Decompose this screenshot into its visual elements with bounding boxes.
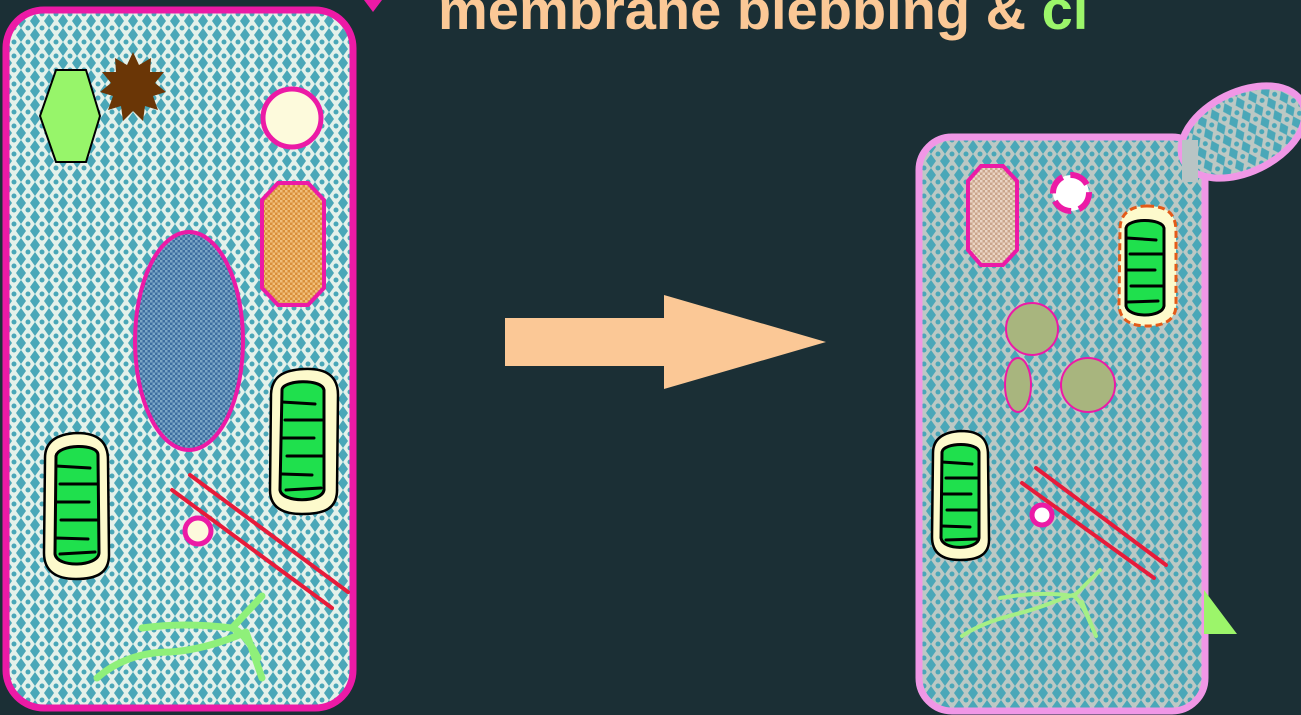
mitochondrion [44,433,109,579]
heart-bullet-icon [362,0,384,12]
damaged-vesicle [1053,175,1089,211]
small-vesicle [1032,505,1052,525]
swollen-mitochondrion [1119,206,1176,326]
vesicle-circle [263,89,321,147]
nuclear-fragment [1061,358,1115,412]
lysosome-octagon [262,183,324,305]
bleb-neck [1182,140,1198,182]
transition-arrow-icon [505,295,826,389]
nuclear-fragment [1005,358,1031,412]
nucleus-ellipse [135,232,243,450]
small-vesicle [185,518,211,544]
normal-cell [6,10,353,708]
lysosome-octagon [968,166,1017,265]
nuclear-fragment [1006,303,1058,355]
mitochondrion [932,431,989,560]
mitochondrion [270,369,338,514]
slide-title-accent: cl [1042,0,1089,41]
slide-title-main: membrane blebbing & [438,0,1042,41]
slide-title: membrane blebbing & cl [438,0,1088,42]
apoptotic-cell [919,67,1301,711]
apoptotic-body-triangle [1204,590,1237,634]
